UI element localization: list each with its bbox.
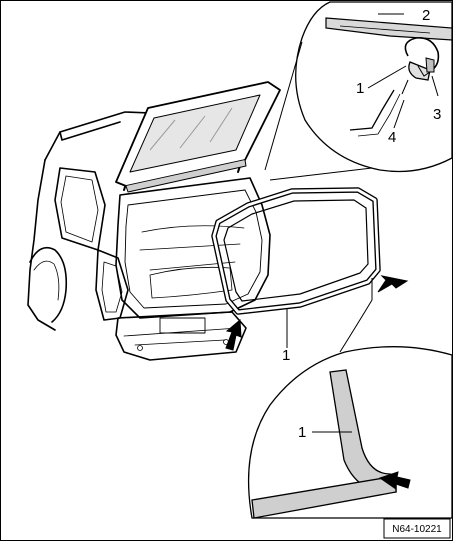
callout-1-main: 1	[282, 347, 290, 364]
callout-1-top: 1	[356, 80, 364, 97]
tailgate-seal	[211, 187, 381, 315]
bottom-detail-inset	[247, 278, 453, 519]
callout-1-bottom: 1	[298, 424, 306, 441]
tailgate	[115, 81, 281, 193]
arrow-icon-main-right	[377, 275, 409, 293]
top-detail-inset	[264, 1, 453, 181]
arrow-icon-main-left	[225, 318, 242, 351]
figure-reference-code: N64-10221	[392, 524, 442, 535]
figure-reference-box: N64-10221	[383, 518, 451, 539]
callout-4-top: 4	[388, 129, 396, 146]
arrow-icon-detail	[378, 471, 411, 490]
callout-2-top: 2	[422, 7, 430, 24]
callout-3-top: 3	[433, 106, 441, 123]
